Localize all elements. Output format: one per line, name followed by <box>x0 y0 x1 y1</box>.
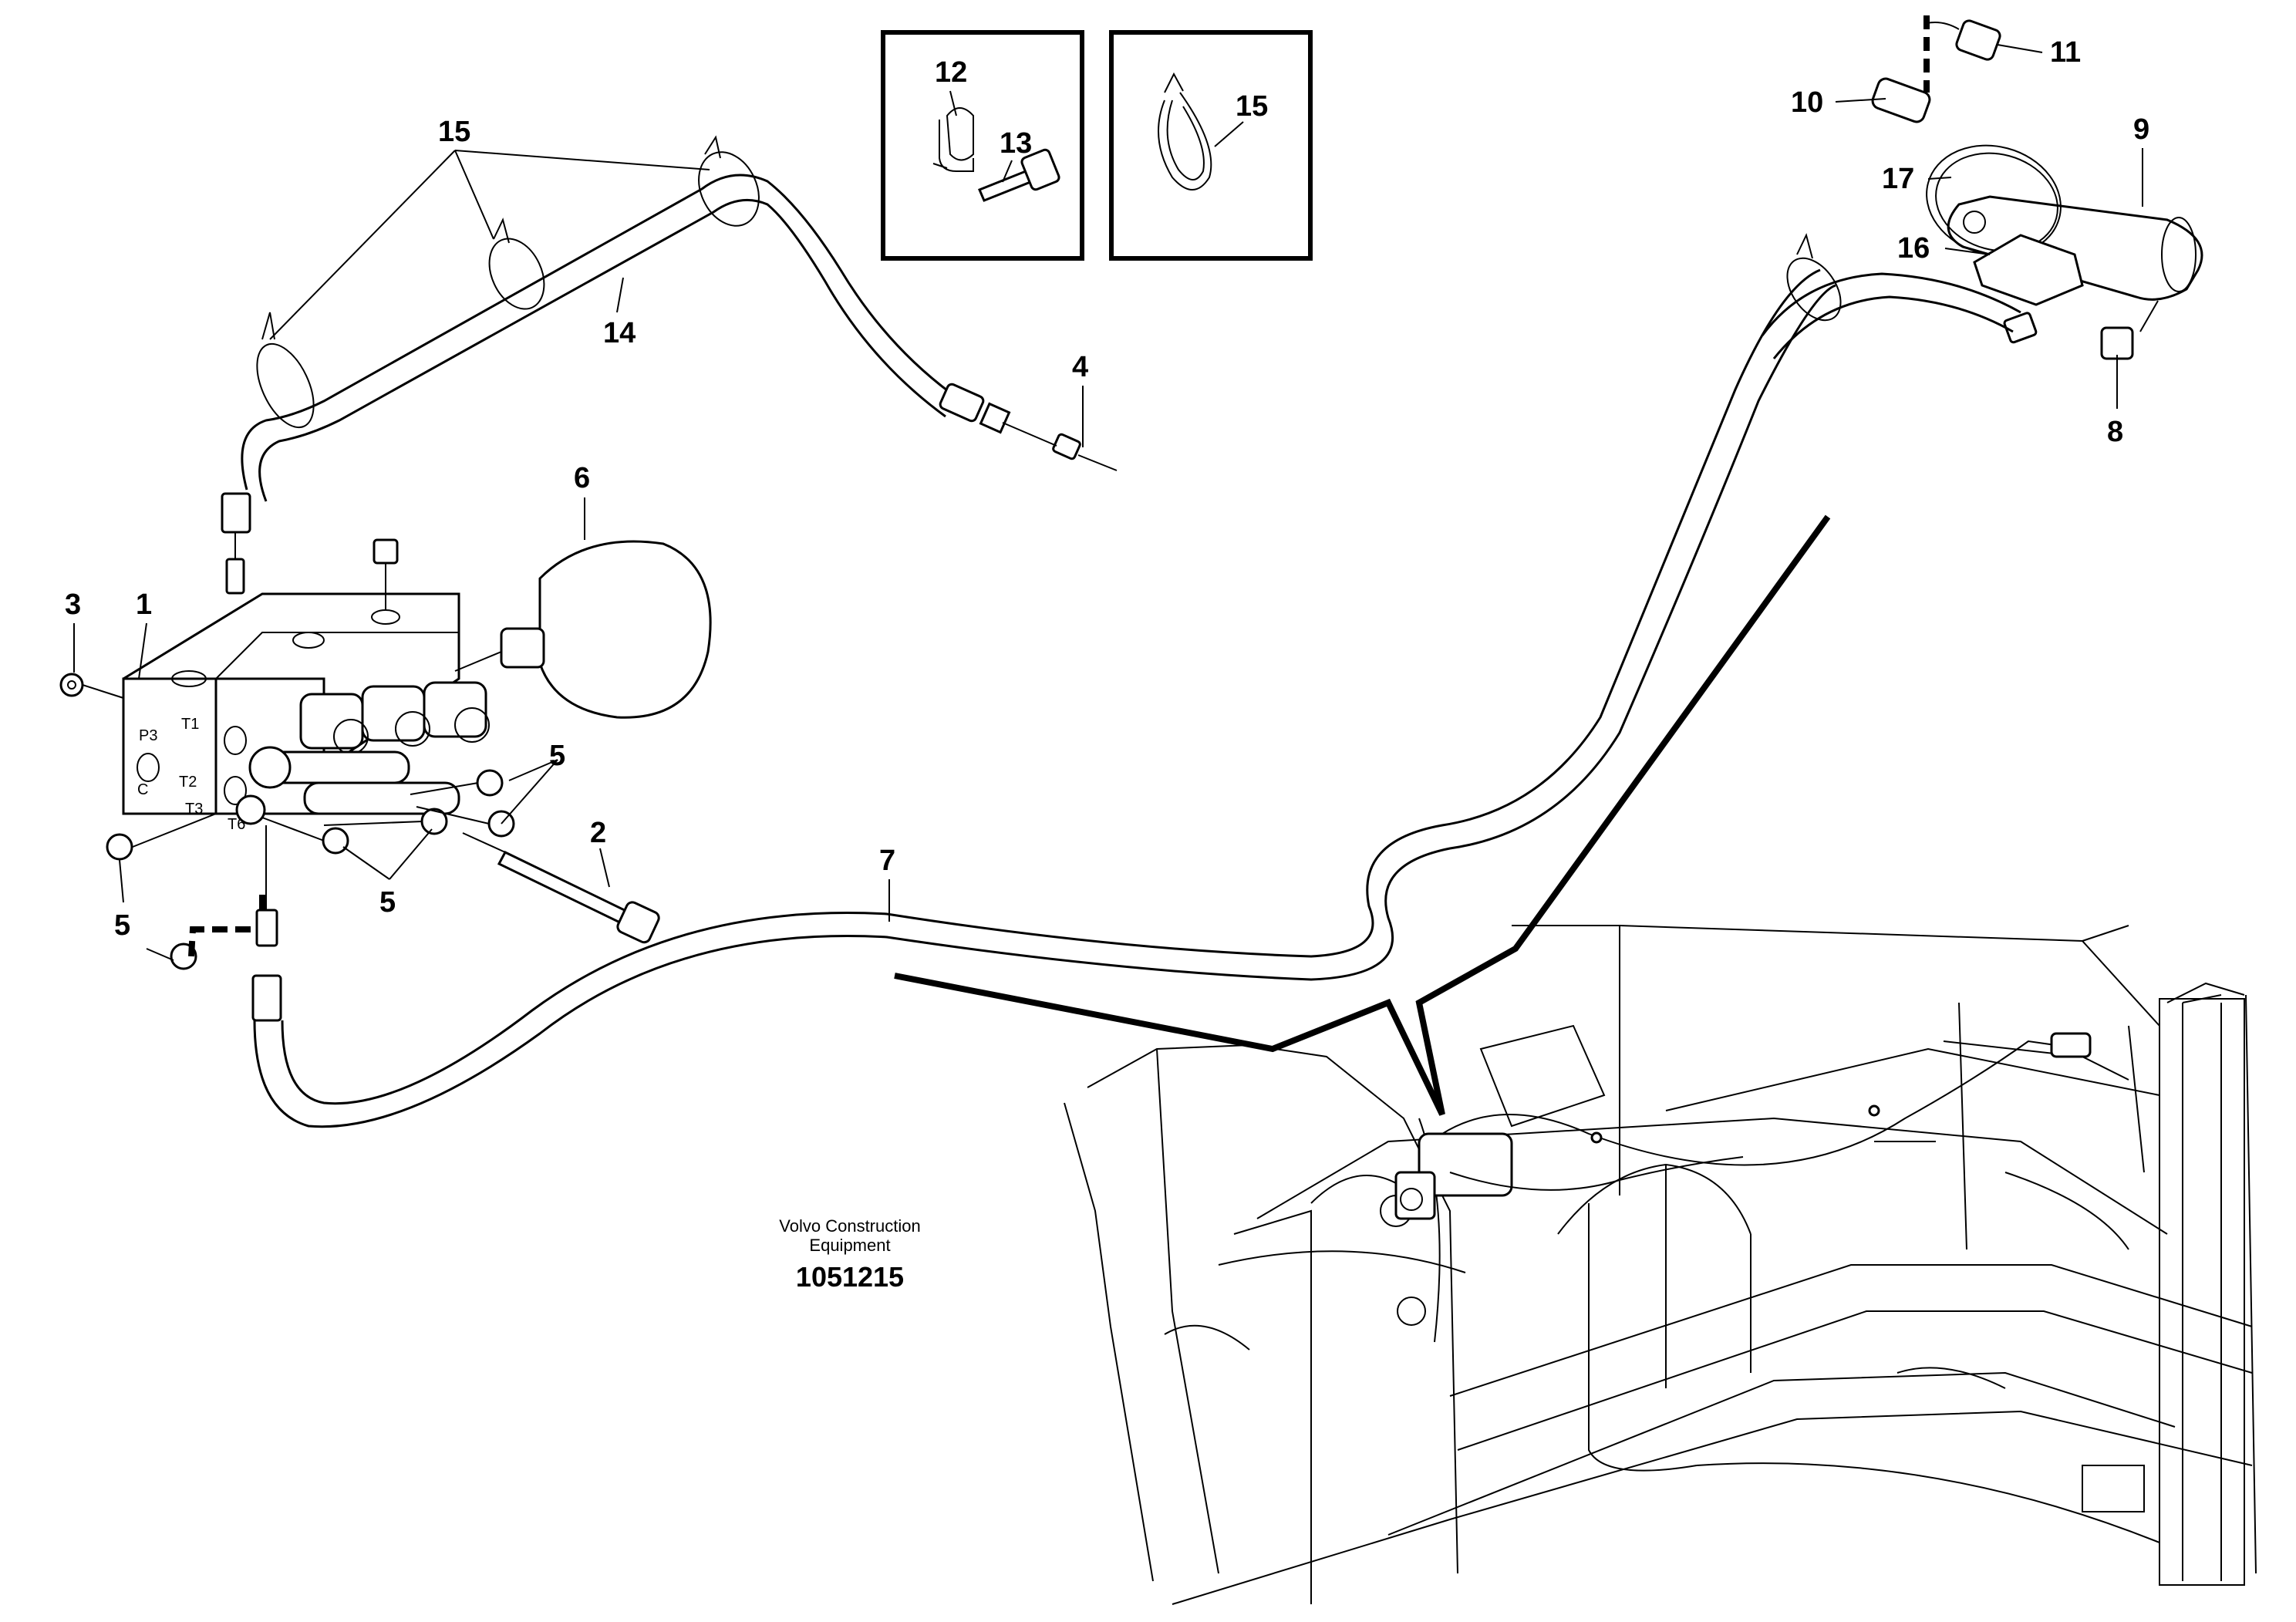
detail-box-tie <box>1109 30 1313 261</box>
port-label-t2: T2 <box>179 774 197 791</box>
callout-3: 3 <box>65 588 81 621</box>
callout-leaders <box>73 44 2143 961</box>
callout-6: 6 <box>574 462 590 494</box>
connector-11 <box>1923 15 2001 93</box>
connector-10 <box>1871 77 1931 123</box>
plugs-5 <box>106 769 515 970</box>
bolt-2 <box>462 832 660 944</box>
port-label-t3: T3 <box>185 801 203 818</box>
callout-15-box: 15 <box>1236 90 1268 123</box>
drawing-number: 1051215 <box>796 1261 904 1293</box>
bracket-16 <box>1973 234 2084 306</box>
callout-5-right: 5 <box>549 740 565 772</box>
company-name-line1: Volvo Construction <box>779 1216 920 1236</box>
callout-14: 14 <box>603 317 636 349</box>
accumulator-6 <box>454 540 712 719</box>
callout-13: 13 <box>1000 127 1032 160</box>
callout-7: 7 <box>879 845 895 877</box>
callout-16: 16 <box>1897 232 1930 265</box>
company-name-line2: Equipment <box>809 1236 890 1255</box>
hose-7 <box>251 268 1836 1128</box>
callout-4: 4 <box>1072 351 1088 383</box>
callout-9: 9 <box>2133 113 2149 146</box>
callout-11: 11 <box>2050 36 2081 69</box>
callout-12: 12 <box>935 56 967 89</box>
valve-block-1: P3 T1 T2 T3 T6 C <box>122 592 490 833</box>
hose-right <box>1761 233 2021 359</box>
callout-2: 2 <box>590 817 606 849</box>
washer-3 <box>59 673 124 699</box>
callout-15-main: 15 <box>438 116 470 148</box>
callout-5-middle: 5 <box>379 886 396 919</box>
callout-10: 10 <box>1791 86 1823 119</box>
callout-labels: 15 14 4 12 13 15 6 3 1 5 5 5 2 7 8 9 10 … <box>65 36 2149 942</box>
cable-ties-15 <box>256 135 760 429</box>
chassis-frame <box>1064 925 2257 1605</box>
callout-5-left: 5 <box>114 909 130 942</box>
block-top-plugs <box>373 538 399 609</box>
detail-box-clip <box>881 30 1084 261</box>
callout-1: 1 <box>136 588 152 621</box>
callout-17: 17 <box>1882 163 1914 195</box>
hose-14 <box>221 174 1118 595</box>
sensor-9 <box>1947 195 2203 360</box>
dashed-link <box>188 895 265 957</box>
port-label-t1: T1 <box>181 716 199 733</box>
port-label-c: C <box>137 781 148 798</box>
callout-8: 8 <box>2107 416 2123 448</box>
footer-block: Volvo Construction Equipment 1051215 <box>779 1216 920 1293</box>
zoom-leader <box>894 514 1831 1116</box>
port-label-p3: P3 <box>139 727 157 744</box>
